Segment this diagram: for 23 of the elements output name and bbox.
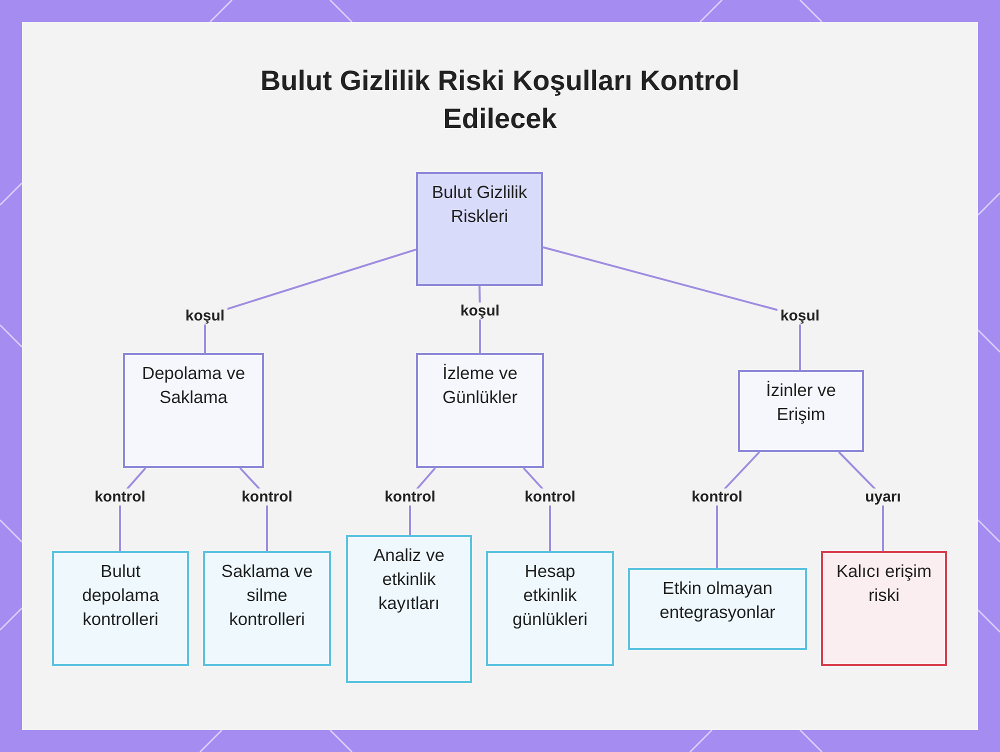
- process-box: [346, 535, 472, 683]
- diagram-title: Bulut Gizlilik Riski Koşulları Kontrol Edilecek: [259, 64, 741, 136]
- connector-line: [542, 246, 801, 370]
- process-box: [416, 353, 544, 468]
- node-text: Analiz ve etkinlik kayıtları: [372, 544, 446, 615]
- process-box: [52, 551, 189, 666]
- process-box: [416, 172, 543, 286]
- node-text: Bulut Gizlilik Riskleri: [430, 181, 528, 228]
- process-box: [821, 551, 947, 666]
- process-box: [738, 370, 864, 452]
- node-text: Bulut depolama kontrolleri: [81, 560, 160, 631]
- connector-line: [204, 248, 416, 353]
- process-box: [628, 568, 807, 650]
- process-box: [486, 551, 614, 666]
- node-text: Kalıcı erişim riski: [835, 560, 933, 607]
- node-text: Depolama ve Saklama: [140, 362, 246, 409]
- node-text: İzleme ve Günlükler: [442, 362, 518, 409]
- node-text: Saklama ve silme kontrolleri: [220, 560, 314, 631]
- node-text: İzinler ve Erişim: [764, 379, 838, 426]
- process-box: [203, 551, 331, 666]
- node-text: Hesap etkinlik günlükleri: [512, 560, 588, 631]
- node-text: Etkin olmayan entegrasyonlar: [658, 577, 776, 624]
- process-box: [123, 353, 264, 468]
